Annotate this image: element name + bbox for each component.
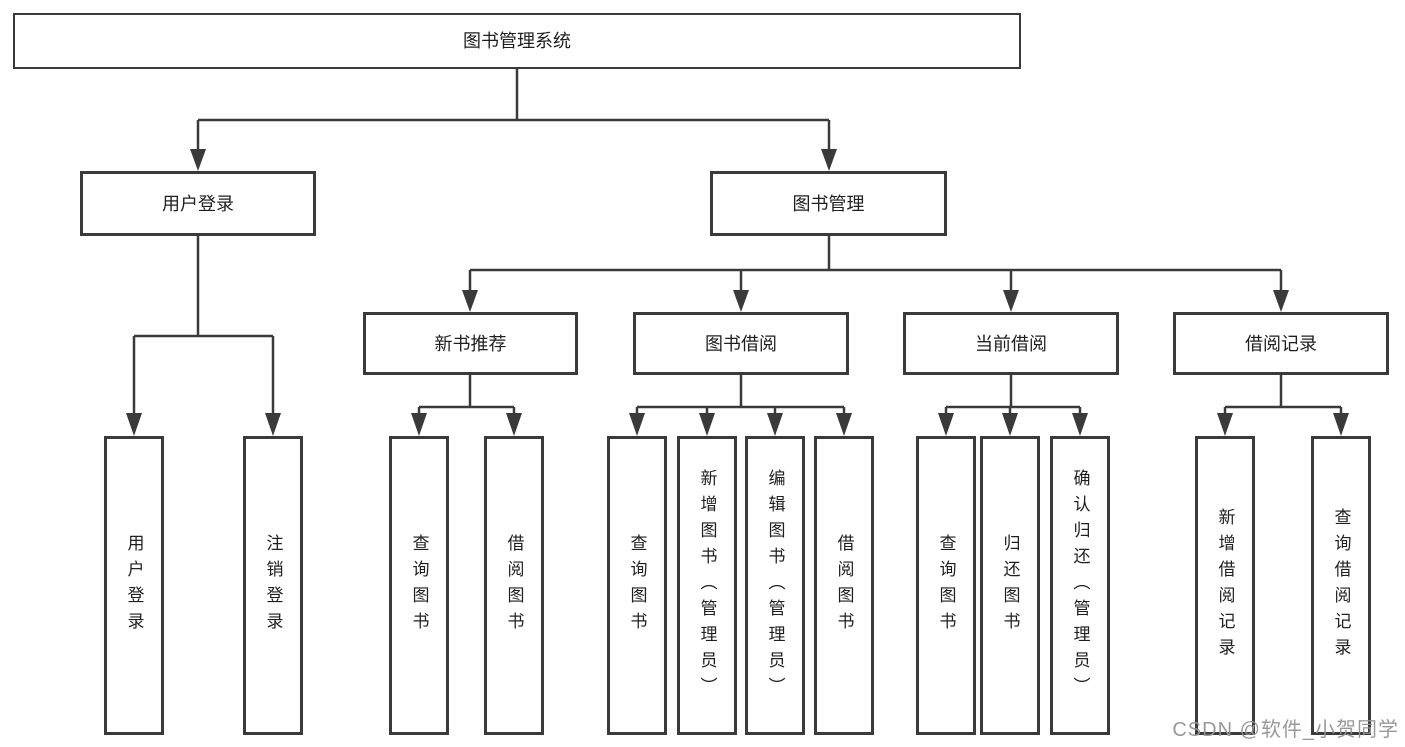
node-label: 用户登录 [162, 193, 234, 214]
node-label: 图书管理系统 [463, 31, 571, 51]
leaf-add-books-admin: 新增图书（管理员） [677, 436, 737, 735]
node-label: 查询图书 [409, 533, 429, 638]
leaf-add-borrow-record: 新增借阅记录 [1195, 436, 1255, 735]
node-label: 编辑图书（管理员） [765, 468, 785, 703]
leaf-borrow-books-1: 借阅图书 [484, 436, 544, 735]
node-label: 借阅图书 [504, 533, 524, 638]
leaf-query-books-1: 查询图书 [389, 436, 449, 735]
leaf-logout: 注销登录 [243, 436, 303, 735]
node-current-borrowing: 当前借阅 [903, 312, 1119, 375]
node-label: 借阅图书 [834, 533, 854, 638]
node-borrow-records: 借阅记录 [1173, 312, 1389, 375]
node-label: 查询借阅记录 [1331, 507, 1351, 664]
node-label: 图书借阅 [705, 333, 777, 354]
node-label: 图书管理 [792, 193, 865, 214]
leaf-query-books-3: 查询图书 [916, 436, 976, 735]
leaf-query-borrow-record: 查询借阅记录 [1311, 436, 1371, 735]
leaf-edit-books-admin: 编辑图书（管理员） [745, 436, 805, 735]
leaf-confirm-return-admin: 确认归还（管理员） [1050, 436, 1110, 735]
node-label: 新增图书（管理员） [697, 468, 717, 703]
node-label: 新增借阅记录 [1215, 507, 1235, 664]
leaf-query-books-2: 查询图书 [607, 436, 667, 735]
node-label: 确认归还（管理员） [1070, 468, 1090, 703]
node-book-borrowing: 图书借阅 [633, 312, 849, 375]
node-label: 归还图书 [1000, 533, 1020, 638]
leaf-user-login: 用户登录 [104, 436, 164, 735]
node-new-book-recommend: 新书推荐 [363, 312, 578, 375]
node-label: 查询图书 [627, 533, 647, 638]
node-label: 新书推荐 [434, 333, 507, 354]
node-system-root: 图书管理系统 [13, 13, 1021, 69]
node-book-management-branch: 图书管理 [710, 171, 947, 236]
node-label: 注销登录 [263, 533, 283, 638]
node-label: 当前借阅 [975, 333, 1047, 354]
node-label: 查询图书 [936, 533, 956, 638]
leaf-borrow-books-2: 借阅图书 [814, 436, 874, 735]
leaf-return-books: 归还图书 [980, 436, 1040, 735]
node-user-login-branch: 用户登录 [80, 171, 316, 236]
csdn-watermark: CSDN @软件_小贺同学 [1172, 719, 1399, 741]
node-label: 借阅记录 [1245, 333, 1317, 354]
node-label: 用户登录 [124, 533, 144, 638]
